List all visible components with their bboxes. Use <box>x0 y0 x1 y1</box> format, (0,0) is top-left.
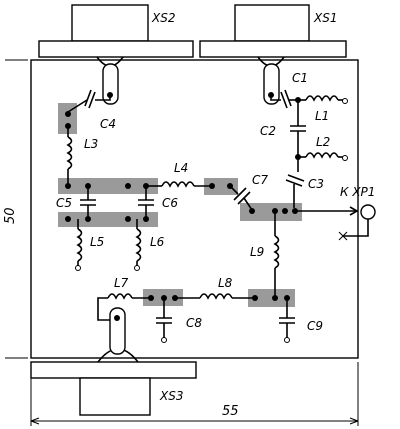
l8-label: L8 <box>218 276 233 290</box>
l2-label: L2 <box>316 135 330 149</box>
l9-label: L9 <box>250 245 264 259</box>
l7-label: L7 <box>114 276 129 290</box>
c6-label: C6 <box>162 196 178 210</box>
inductor-l1 <box>298 95 348 104</box>
c8-label: C8 <box>186 316 202 330</box>
dim-width-label: 55 <box>222 404 239 419</box>
capacitor-c4 <box>65 89 111 129</box>
inductor-l7 <box>97 293 151 321</box>
inductor-l3 <box>66 126 73 185</box>
dimension-height <box>5 59 28 359</box>
c7-label: C7 <box>252 173 268 187</box>
board-outline <box>30 59 359 359</box>
c5-label: C5 <box>56 196 72 210</box>
inductor-l2 <box>298 152 348 161</box>
capacitor-c5 <box>65 183 96 222</box>
capacitor-c3 <box>285 157 305 208</box>
c2-label: C2 <box>260 124 276 138</box>
c1-label: C1 <box>292 71 308 85</box>
c4-label: C4 <box>100 117 116 131</box>
l3-label: L3 <box>84 137 98 151</box>
l6-label: L6 <box>150 235 165 249</box>
l4-label: L4 <box>174 161 188 175</box>
capacitor-c7 <box>229 185 253 211</box>
connector-xs1 <box>199 4 347 105</box>
c3-label: C3 <box>308 177 324 191</box>
capacitor-c6 <box>125 183 154 222</box>
output-line <box>295 204 376 241</box>
xs3-label: XS3 <box>159 389 183 403</box>
inductor-l5 <box>75 219 83 271</box>
l5-label: L5 <box>90 235 104 249</box>
to-xp1-label: К XP1 <box>340 185 375 199</box>
connector-xs3 <box>30 307 197 416</box>
capacitor-c8 <box>148 295 178 343</box>
connector-xs2 <box>38 4 194 105</box>
xs1-label: XS1 <box>313 11 337 25</box>
l1-label: L1 <box>315 109 329 123</box>
dimension-width <box>30 362 359 426</box>
solder-pads <box>58 103 302 307</box>
dim-height-label: 50 <box>3 207 18 224</box>
inductor-l8 <box>175 293 255 300</box>
xs2-label: XS2 <box>151 11 175 25</box>
inductor-l6 <box>134 219 142 271</box>
inductor-l9 <box>273 211 280 298</box>
c9-label: C9 <box>307 319 323 333</box>
